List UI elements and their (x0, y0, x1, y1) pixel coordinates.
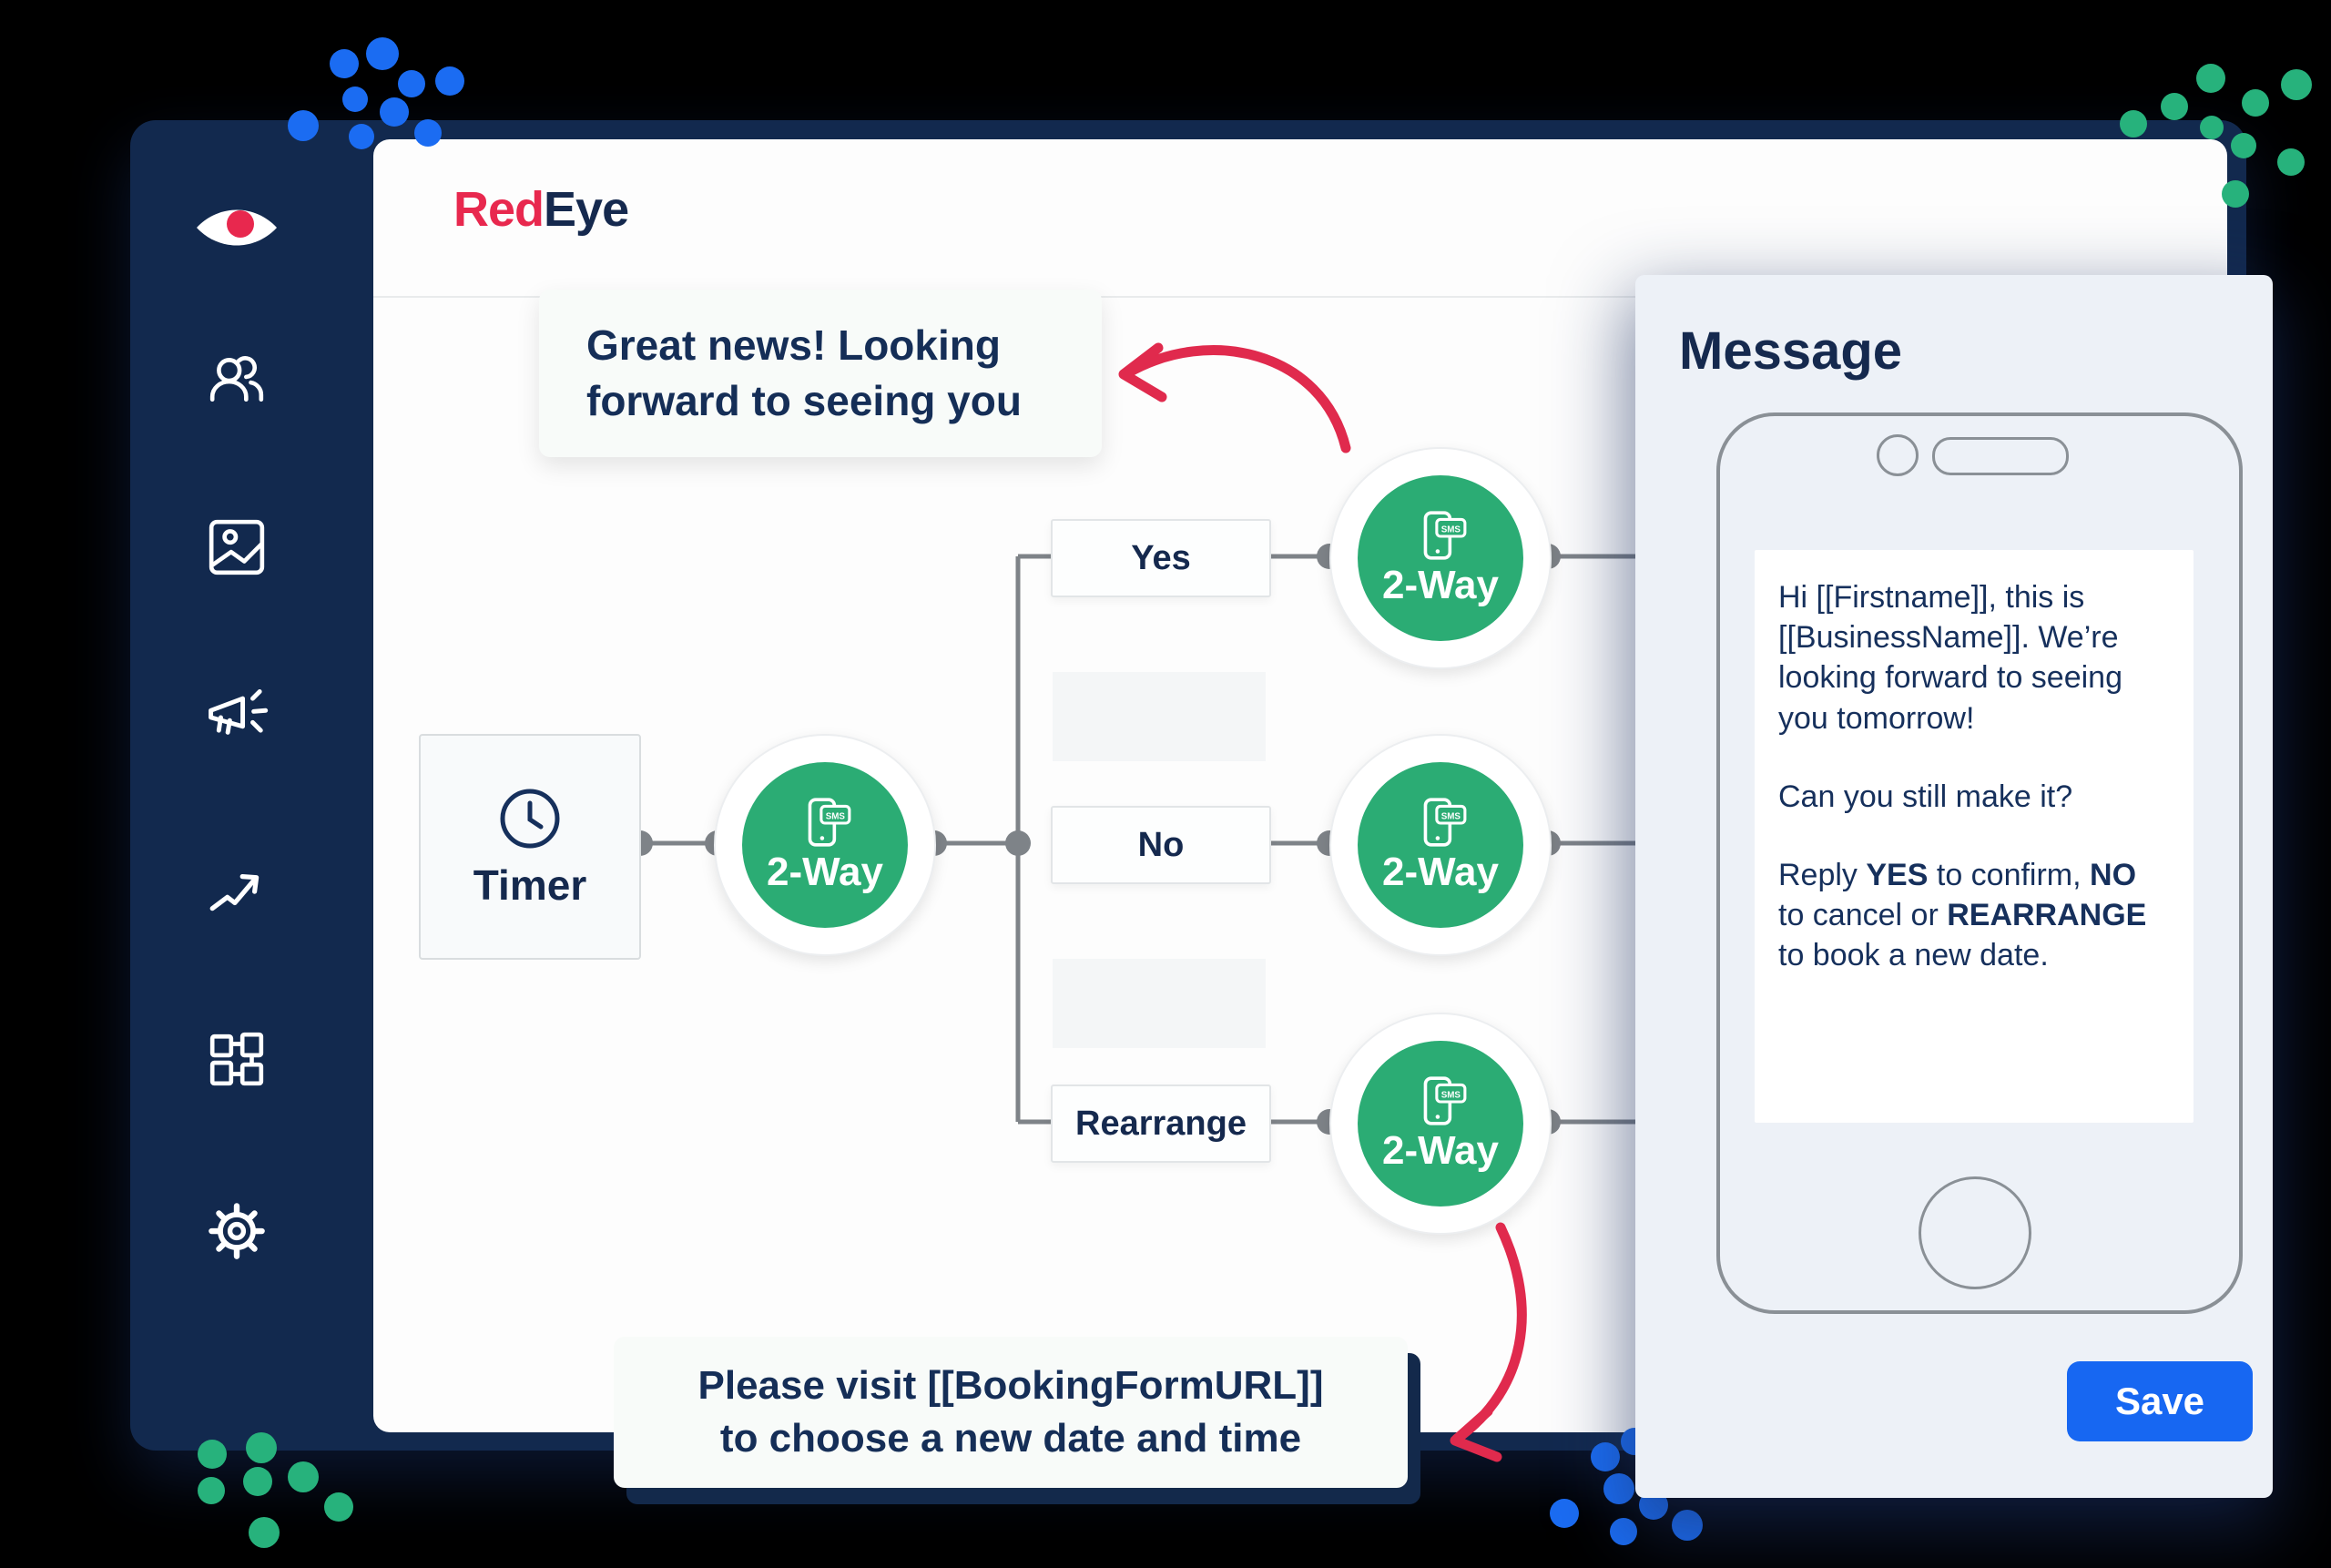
decor-dot (2196, 64, 2225, 93)
sms-phone-icon: SMS (1423, 1076, 1467, 1125)
decor-dot (324, 1492, 353, 1522)
timer-node[interactable]: Timer (419, 734, 641, 960)
callout-line: to choose a new date and time (719, 1416, 1302, 1461)
decor-dot (349, 124, 374, 149)
sms-paragraph: Can you still make it? (1778, 779, 2073, 814)
automations-modules-icon[interactable] (207, 1029, 267, 1089)
decor-dot (1550, 1499, 1579, 1528)
two-way-label: 2-Way (1382, 563, 1499, 607)
contacts-icon[interactable] (207, 349, 267, 409)
callout-line: Please visit [[BookingFormURL]] (697, 1362, 1324, 1408)
header-divider (373, 296, 2227, 298)
callout-booking-url-message: Please visit [[BookingFormURL]] to choos… (614, 1337, 1408, 1488)
decor-dot (288, 110, 319, 141)
two-way-label: 2-Way (1382, 1128, 1499, 1173)
brand-eye: Eye (544, 182, 629, 237)
decor-dot (1610, 1518, 1637, 1545)
branch-label-no[interactable]: No (1051, 806, 1271, 884)
save-button[interactable]: Save (2067, 1361, 2253, 1441)
svg-text:SMS: SMS (1441, 524, 1461, 535)
redeye-eye-logo-icon (193, 199, 280, 257)
decor-dot (288, 1461, 319, 1492)
decor-dot (2242, 89, 2269, 117)
callout-line: Great news! Looking (586, 321, 1001, 370)
decor-dot (2200, 116, 2224, 139)
phone-mockup: Hi [[Firstname]], this is [[BusinessName… (1716, 412, 2243, 1314)
decor-dot (2161, 93, 2188, 120)
decor-dot (2281, 69, 2312, 100)
ghost-slot (1053, 959, 1266, 1048)
two-way-label: 2-Way (1382, 850, 1499, 894)
decor-dot (366, 37, 399, 70)
decor-dot (380, 97, 409, 127)
decor-dot (246, 1432, 277, 1463)
decor-dot (1603, 1473, 1634, 1504)
redeye-wordmark: RedEye (453, 181, 629, 238)
phone-camera (1877, 434, 1919, 476)
decor-dot (2231, 133, 2256, 158)
decor-dot (2222, 180, 2249, 208)
svg-text:SMS: SMS (826, 811, 846, 821)
decor-dot (249, 1517, 280, 1548)
sms-preview: Hi [[Firstname]], this is [[BusinessName… (1755, 550, 2194, 1123)
decor-dot (435, 66, 464, 96)
decor-dot (1591, 1442, 1620, 1471)
two-way-node-yes[interactable]: SMS 2-Way (1329, 447, 1552, 669)
two-way-label: 2-Way (767, 850, 883, 894)
branch-label-rearrange[interactable]: Rearrange (1051, 1084, 1271, 1163)
decor-dot (1672, 1510, 1703, 1541)
two-way-node-root[interactable]: SMS 2-Way (714, 734, 936, 956)
decor-dot (342, 87, 368, 112)
svg-text:SMS: SMS (1441, 811, 1461, 821)
sms-paragraph: Hi [[Firstname]], this is [[BusinessName… (1778, 580, 2123, 736)
callout-line: forward to seeing you (586, 377, 1022, 424)
sms-phone-icon: SMS (808, 798, 851, 847)
two-way-node-no[interactable]: SMS 2-Way (1329, 734, 1552, 956)
sms-paragraph: Reply YES to confirm, NO to cancel or RE… (1778, 857, 2147, 973)
panel-title: Message (1679, 321, 1903, 381)
media-icon[interactable] (207, 517, 267, 577)
ghost-slot (1053, 672, 1266, 761)
message-panel: Message Hi [[Firstname]], this is [[Busi… (1635, 275, 2273, 1498)
decor-dot (243, 1467, 272, 1496)
decor-dot (330, 49, 359, 78)
decor-dot (2120, 110, 2147, 137)
two-way-node-rearrange[interactable]: SMS 2-Way (1329, 1013, 1552, 1235)
sidebar (130, 120, 373, 1451)
clock-icon (500, 789, 560, 849)
phone-speaker (1932, 437, 2069, 475)
reports-trend-icon[interactable] (207, 858, 267, 918)
callout-confirmation-message: Great news! Looking forward to seeing yo… (539, 290, 1102, 457)
phone-home-button (1919, 1176, 2031, 1289)
brand-red: Red (453, 182, 545, 237)
svg-text:SMS: SMS (1441, 1090, 1461, 1100)
campaigns-megaphone-icon[interactable] (205, 687, 269, 750)
decor-dot (398, 70, 425, 97)
branch-label-yes[interactable]: Yes (1051, 519, 1271, 597)
sms-phone-icon: SMS (1423, 798, 1467, 847)
decor-dot (198, 1477, 225, 1504)
sms-phone-icon: SMS (1423, 511, 1467, 560)
timer-label: Timer (473, 861, 587, 909)
decor-dot (2277, 148, 2305, 176)
decor-dot (198, 1440, 227, 1469)
settings-gear-icon[interactable] (206, 1200, 268, 1262)
decor-dot (414, 119, 442, 147)
